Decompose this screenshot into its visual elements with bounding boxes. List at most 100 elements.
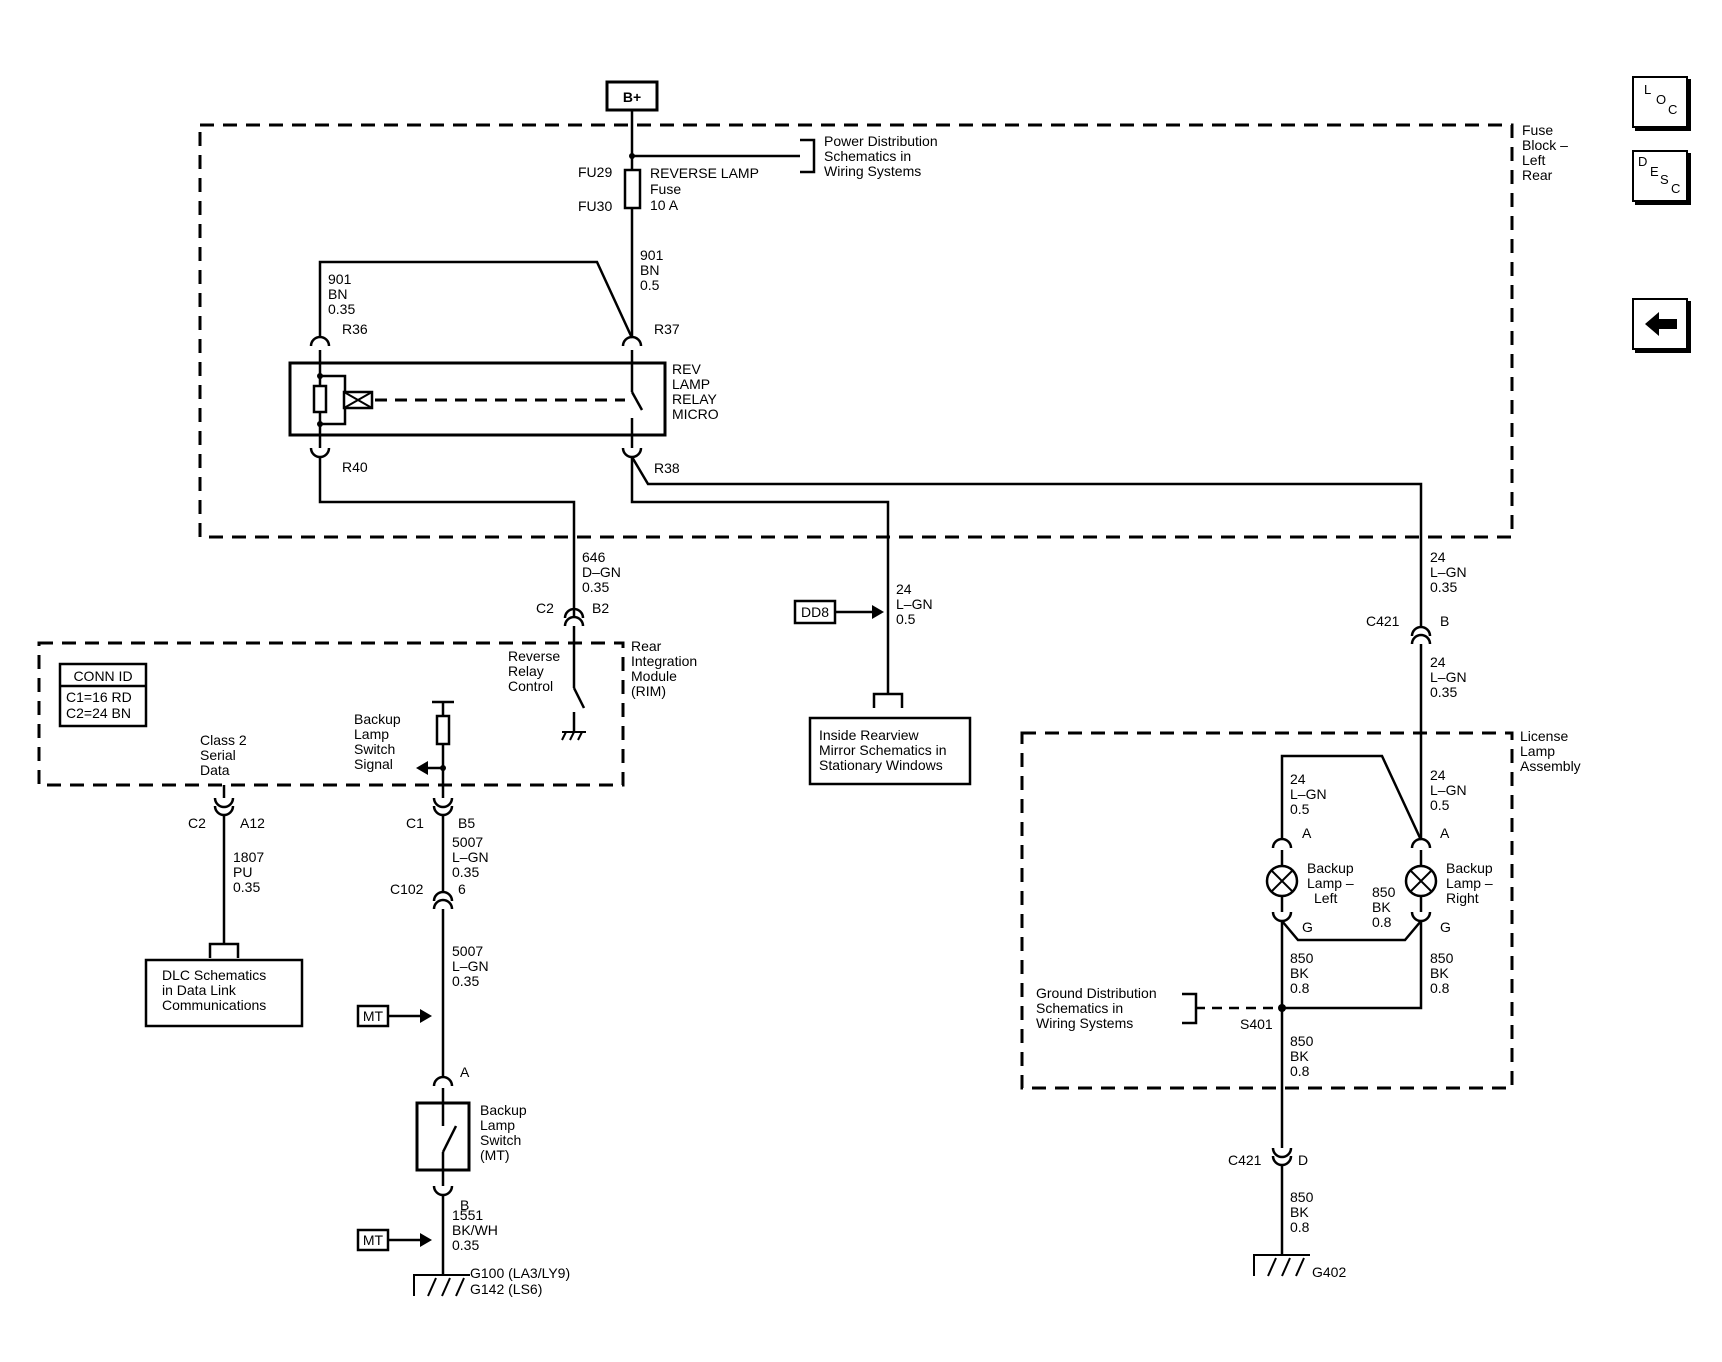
wire-label-24-lamp-right: 24 L–GN 0.5 <box>1430 767 1467 813</box>
svg-text:BK: BK <box>1290 1204 1309 1220</box>
relay-switch-contact <box>630 391 644 411</box>
connector-lamp-left-g <box>1271 911 1293 923</box>
svg-text:License: License <box>1520 728 1568 744</box>
svg-text:0.5: 0.5 <box>1430 797 1450 813</box>
svg-text:L–GN: L–GN <box>896 596 933 612</box>
wire-label-901-left: 901 BN 0.35 <box>328 271 355 317</box>
wire-850-lamp-cross <box>1281 920 1422 942</box>
bracket-dlc <box>208 942 240 958</box>
pin-switch-b: B <box>460 1197 469 1213</box>
svg-text:Ground Distribution: Ground Distribution <box>1036 985 1157 1001</box>
svg-text:646: 646 <box>582 549 606 565</box>
svg-text:0.8: 0.8 <box>1290 1063 1310 1079</box>
wire-label-646: 646 D–GN 0.35 <box>582 549 621 595</box>
svg-text:RELAY: RELAY <box>672 391 718 407</box>
svg-text:Fuse: Fuse <box>1522 122 1553 138</box>
wire-label-5007-a: 5007 L–GN 0.35 <box>452 834 489 880</box>
svg-text:Backup: Backup <box>1307 860 1354 876</box>
fuse-block-label: Fuse Block – Left Rear <box>1522 122 1568 183</box>
wire-label-850-right: 850 BK 0.8 <box>1430 950 1454 996</box>
pin-c421-b: B <box>1440 613 1449 629</box>
svg-text:Reverse: Reverse <box>508 648 560 664</box>
pin-lamp-right-a: A <box>1440 825 1450 841</box>
svg-text:DLC Schematics: DLC Schematics <box>162 967 266 983</box>
svg-text:(MT): (MT) <box>480 1147 510 1163</box>
pin-r38: R38 <box>654 460 680 476</box>
svg-text:L–GN: L–GN <box>1430 782 1467 798</box>
svg-text:Right: Right <box>1446 890 1479 906</box>
svg-text:L–GN: L–GN <box>452 849 489 865</box>
rim-pullup-resistor <box>435 714 451 746</box>
dlc-schematics-ref-box <box>144 958 304 1028</box>
connector-c421-d <box>1271 1147 1293 1159</box>
connector-switch-a <box>432 1075 454 1087</box>
conn-id-title: CONN ID <box>73 668 132 684</box>
conn-c102: C102 <box>390 881 424 897</box>
wire-901-r36 <box>318 260 634 339</box>
svg-text:Lamp: Lamp <box>480 1117 515 1133</box>
svg-text:Lamp: Lamp <box>1520 743 1555 759</box>
b-plus-label: B+ <box>623 89 641 105</box>
switch-contact <box>441 1125 458 1153</box>
connector-r36 <box>309 335 331 347</box>
svg-text:Module: Module <box>631 668 677 684</box>
pin-r37: R37 <box>654 321 680 337</box>
bracket-ground-dist <box>1182 992 1198 1025</box>
backup-lamp-right-label: Backup Lamp – Right <box>1446 860 1493 906</box>
svg-text:Lamp –: Lamp – <box>1446 875 1493 891</box>
svg-text:BK: BK <box>1290 965 1309 981</box>
svg-text:Left: Left <box>1314 890 1337 906</box>
svg-text:Serial: Serial <box>200 747 236 763</box>
mt-tag-bottom: MT <box>363 1232 384 1248</box>
conn-c1-b5: C1 <box>406 815 424 831</box>
wire-label-1551: 1551 BK/WH 0.35 <box>452 1207 498 1253</box>
svg-text:BK: BK <box>1372 899 1391 915</box>
svg-text:Data: Data <box>200 762 230 778</box>
svg-text:0.35: 0.35 <box>452 973 479 989</box>
connector-switch-b <box>432 1185 454 1197</box>
svg-text:850: 850 <box>1372 884 1396 900</box>
desc-button[interactable]: D E S C <box>1632 150 1688 202</box>
svg-text:0.35: 0.35 <box>582 579 609 595</box>
svg-text:1551: 1551 <box>452 1207 483 1223</box>
dd8-label: DD8 <box>801 604 829 620</box>
backup-lamp-switch-label: Backup Lamp Switch (MT) <box>480 1102 527 1163</box>
ground-g142-label: G142 (LS6) <box>470 1281 542 1297</box>
conn-c2-b2: C2 <box>536 600 554 616</box>
connector-c421-b <box>1410 625 1432 637</box>
relay-resistor <box>312 384 328 414</box>
pin-switch-a: A <box>460 1064 470 1080</box>
connector-c1-b5 <box>432 797 454 809</box>
pin-b5: B5 <box>458 815 475 831</box>
relay-name: REV LAMP RELAY MICRO <box>672 361 719 422</box>
svg-text:0.35: 0.35 <box>328 301 355 317</box>
connector-lamp-left-a <box>1271 837 1293 849</box>
loc-button[interactable]: L O C <box>1632 76 1688 128</box>
connector-r38 <box>621 447 643 459</box>
rim-switch-contact <box>572 687 586 709</box>
svg-text:0.35: 0.35 <box>233 879 260 895</box>
conn-id-c1: C1=16 RD <box>66 689 132 705</box>
pin-6: 6 <box>458 881 466 897</box>
svg-text:0.35: 0.35 <box>1430 579 1457 595</box>
wire-label-850-s401: 850 BK 0.8 <box>1290 1033 1314 1079</box>
ground-distribution-ref: Ground Distribution Schematics in Wiring… <box>1036 985 1157 1031</box>
conn-c2-a12: C2 <box>188 815 206 831</box>
connector-c2-a12 <box>213 797 235 809</box>
wire-label-1807: 1807 PU 0.35 <box>233 849 264 895</box>
wire-label-850-left: 850 BK 0.8 <box>1290 950 1314 996</box>
pin-b2: B2 <box>592 600 609 616</box>
svg-text:Relay: Relay <box>508 663 544 679</box>
connector-c2-b2 <box>563 607 585 619</box>
dlc-schematics-ref: DLC Schematics in Data Link Communicatio… <box>162 967 266 1013</box>
svg-text:Schematics in: Schematics in <box>1036 1000 1123 1016</box>
svg-text:Left: Left <box>1522 152 1545 168</box>
svg-text:901: 901 <box>640 247 664 263</box>
class2-serial-data-label: Class 2 Serial Data <box>200 732 247 778</box>
svg-text:BN: BN <box>328 286 347 302</box>
svg-text:Stationary Windows: Stationary Windows <box>819 757 943 773</box>
back-button[interactable] <box>1632 298 1688 350</box>
svg-text:0.35: 0.35 <box>1430 684 1457 700</box>
rim-enclosure <box>37 641 625 787</box>
wire-label-850-mid: 850 BK 0.8 <box>1372 884 1396 930</box>
